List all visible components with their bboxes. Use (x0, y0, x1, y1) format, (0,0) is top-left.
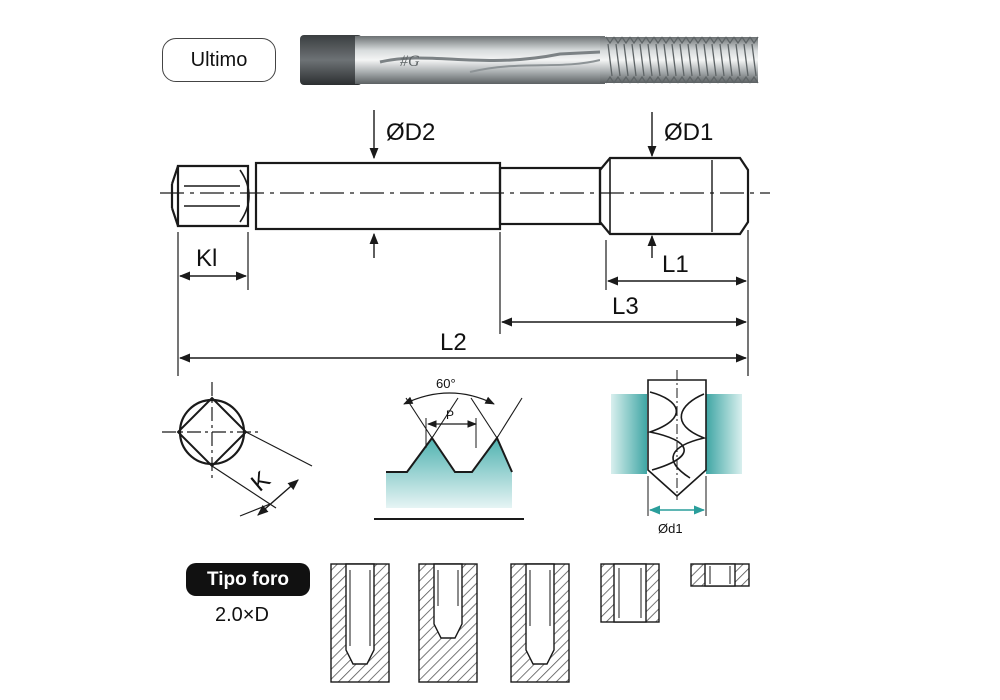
angle-label: 60° (436, 376, 456, 391)
square-section (162, 382, 313, 517)
drill-diameter-label: Ød1 (658, 521, 683, 536)
thread-teeth (605, 36, 759, 84)
d2-label: ØD2 (386, 119, 435, 146)
l3-label: L3 (612, 293, 639, 320)
hole-type-thin-plate (690, 563, 750, 587)
tap-drawing (160, 110, 770, 376)
svg-text:#G: #G (400, 53, 420, 70)
hole-type-blind-short (418, 563, 478, 683)
hole-type-blind-deep (510, 563, 570, 683)
thread-profile (374, 392, 524, 520)
l2-label: L2 (440, 329, 467, 356)
hole-type-through (600, 563, 660, 623)
tap-type-label: Ultimo (162, 38, 276, 82)
tap-photo: #G (300, 35, 759, 85)
k-label: K (246, 466, 276, 497)
pitch-label: P (446, 408, 454, 422)
drill-illustration (611, 370, 742, 516)
hole-type-badge: Tipo foro (186, 563, 310, 596)
hole-type-blind-long (330, 563, 390, 683)
kl-label: Kl (196, 245, 217, 272)
hole-depth-ratio: 2.0×D (215, 604, 269, 626)
d1-label: ØD1 (664, 119, 713, 146)
l1-label: L1 (662, 251, 689, 278)
